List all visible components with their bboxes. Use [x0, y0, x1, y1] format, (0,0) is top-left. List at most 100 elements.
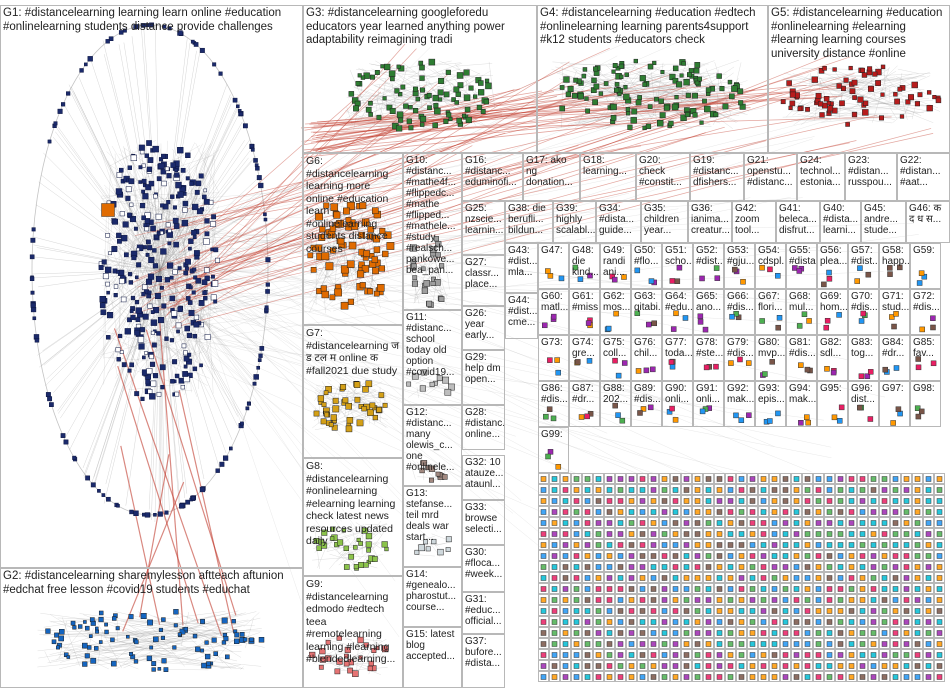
group-label: G19: #distanc... dfishers... — [693, 155, 739, 188]
singleton-group-panel — [582, 627, 593, 638]
singleton-group-panel — [912, 583, 923, 594]
edge — [120, 218, 849, 361]
group-label: G18: learning... — [583, 155, 627, 177]
singleton-group-panel — [824, 506, 835, 517]
singleton-group-panel — [857, 528, 868, 539]
edge — [118, 44, 161, 271]
edge — [118, 613, 229, 635]
singleton-group-panel — [912, 605, 923, 616]
singleton-group-panel — [714, 583, 725, 594]
group-label: G74: gre... — [572, 337, 595, 359]
group-panel-g81: G81: #dis... — [786, 335, 817, 381]
singleton-group-panel — [582, 594, 593, 605]
singleton-group-panel — [659, 528, 670, 539]
edge — [129, 155, 213, 184]
edge — [167, 292, 805, 513]
edge — [206, 331, 214, 354]
singleton-group-panel — [923, 550, 934, 561]
singleton-group-panel — [703, 605, 714, 616]
singleton-group-panel — [824, 594, 835, 605]
edge — [196, 234, 919, 326]
singleton-group-panel — [747, 649, 758, 660]
edge — [155, 249, 184, 397]
singleton-group-panel — [538, 660, 549, 671]
group-label: G14: #genealo... pharostut... course... — [406, 569, 457, 613]
singleton-group-panel — [549, 605, 560, 616]
singleton-group-panel — [934, 561, 945, 572]
cross-group-edge — [172, 81, 565, 328]
singleton-group-panel — [714, 638, 725, 649]
singleton-group-panel — [637, 473, 648, 484]
singleton-group-panel — [604, 473, 615, 484]
singleton-group-panel — [549, 627, 560, 638]
singleton-group-panel — [824, 671, 835, 682]
edge — [106, 335, 210, 379]
singleton-group-panel — [703, 550, 714, 561]
singleton-group-panel — [670, 528, 681, 539]
singleton-group-panel — [582, 638, 593, 649]
singleton-group-panel — [648, 616, 659, 627]
singleton-group-panel — [538, 528, 549, 539]
singleton-group-panel — [560, 660, 571, 671]
edge — [82, 269, 161, 469]
singleton-group-panel — [549, 517, 560, 528]
singleton-group-panel — [890, 583, 901, 594]
singleton-group-panel — [835, 616, 846, 627]
singleton-group-panel — [626, 627, 637, 638]
singleton-group-panel — [670, 484, 681, 495]
singleton-group-panel — [736, 561, 747, 572]
edge — [104, 255, 181, 301]
edge — [89, 652, 198, 667]
singleton-group-panel — [824, 583, 835, 594]
singleton-group-panel — [901, 638, 912, 649]
singleton-group-panel — [582, 660, 593, 671]
edge — [159, 178, 258, 271]
singleton-group-panel — [582, 539, 593, 550]
edge — [245, 617, 254, 648]
singleton-group-panel — [692, 561, 703, 572]
group-label: G53: #gju... — [727, 245, 755, 267]
singleton-group-panel — [670, 539, 681, 550]
singleton-group-panel — [857, 517, 868, 528]
singleton-group-panel — [692, 627, 703, 638]
singleton-group-panel — [593, 583, 604, 594]
singleton-group-panel — [637, 528, 648, 539]
group-label: G95: — [820, 383, 842, 394]
singleton-group-panel — [736, 484, 747, 495]
singleton-group-panel — [802, 627, 813, 638]
group-panel-g87: G87: #dr... — [569, 381, 600, 427]
singleton-group-panel — [681, 638, 692, 649]
singleton-group-panel — [813, 671, 824, 682]
edge — [370, 63, 416, 73]
edge — [346, 107, 353, 125]
singleton-group-panel — [769, 550, 780, 561]
group-panel-g54: G54: cdspl... — [755, 243, 786, 289]
edge — [101, 336, 175, 355]
singleton-group-panel — [824, 561, 835, 572]
cross-group-edge — [178, 389, 235, 633]
singleton-group-panel — [670, 605, 681, 616]
singleton-group-panel — [934, 572, 945, 583]
singleton-group-panel — [670, 517, 681, 528]
edge — [159, 269, 180, 506]
singleton-group-panel — [868, 594, 879, 605]
singleton-group-panel — [648, 671, 659, 682]
singleton-group-panel — [670, 561, 681, 572]
edge — [199, 306, 429, 340]
singleton-group-panel — [692, 649, 703, 660]
edge — [46, 269, 161, 380]
singleton-group-panel — [714, 539, 725, 550]
group-label: G77: toda... — [665, 337, 693, 359]
singleton-group-panel — [780, 528, 791, 539]
cross-group-edge — [165, 132, 506, 232]
edge — [175, 228, 181, 325]
singleton-group-panel — [593, 550, 604, 561]
edge — [159, 139, 251, 271]
singleton-group-panel — [769, 638, 780, 649]
edge — [100, 151, 205, 358]
singleton-group-panel — [670, 572, 681, 583]
singleton-group-panel — [769, 539, 780, 550]
singleton-group-panel — [780, 649, 791, 660]
singleton-group-panel — [791, 539, 802, 550]
